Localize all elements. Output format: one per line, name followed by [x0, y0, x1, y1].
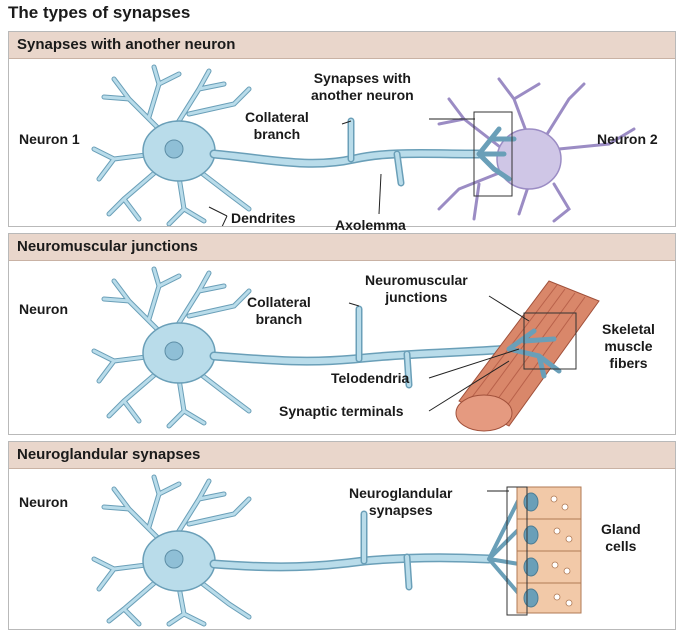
neuron-1-label: Neuron 1	[19, 131, 80, 147]
telodendria-label: Telodendria	[331, 370, 410, 386]
neuroglandular-synapses-label: Neuroglandular synapses	[349, 485, 453, 518]
figure-title: The types of synapses	[8, 3, 191, 22]
leader-lines	[208, 118, 475, 226]
synapses-label: Synapses with another neuron	[311, 70, 414, 103]
panel-header: Neuroglandular synapses	[9, 442, 675, 469]
panel-neuroglandular: Neuroglandular synapses	[8, 441, 676, 630]
panel-header: Synapses with another neuron	[9, 32, 675, 59]
gland-cells-illustration	[506, 486, 582, 616]
collateral-branch-label: Collateral branch	[245, 109, 309, 142]
skeletal-muscle-fibers-label: Skeletal muscle fibers	[602, 321, 655, 371]
neuromuscular-illustration	[91, 266, 600, 432]
panel-neuron-neuron: Synapses with another neuron	[8, 31, 676, 233]
leader-lines	[348, 295, 530, 412]
neuromuscular-junctions-label: Neuromuscular junctions	[365, 272, 468, 305]
synaptic-terminals-label: Synaptic terminals	[279, 403, 404, 419]
neuron-label: Neuron	[19, 301, 68, 317]
neuroglandular-illustration	[91, 474, 582, 627]
dendrites-label: Dendrites	[231, 210, 296, 226]
neuron-to-neuron-illustration	[91, 64, 636, 226]
panel-header: Neuromuscular junctions	[9, 234, 675, 261]
neuron-2-label: Neuron 2	[597, 131, 658, 147]
neuron-label: Neuron	[19, 494, 68, 510]
muscle-fibers-illustration	[455, 280, 600, 432]
gland-cells-label: Gland cells	[601, 521, 641, 554]
panel-neuromuscular: Neuromuscular junctions	[8, 233, 676, 435]
axolemma-label: Axolemma	[335, 217, 406, 233]
collateral-branch-label: Collateral branch	[247, 294, 311, 327]
